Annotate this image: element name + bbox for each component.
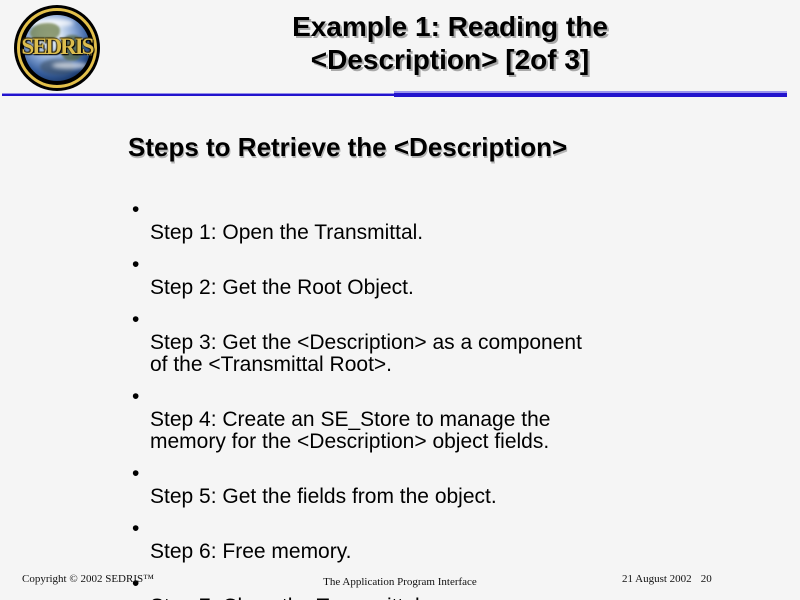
slide-title-line1: Example 1: Reading the	[292, 11, 608, 42]
list-item: • Step 1: Open the Transmittal.	[132, 198, 732, 244]
step-text: Step 5: Get the fields from the object.	[150, 485, 497, 508]
step-text: Step 6: Free memory.	[150, 540, 352, 563]
sedris-logo: SEDRIS ™	[14, 5, 100, 91]
bullet-icon: •	[132, 462, 140, 485]
logo-wordmark: SEDRIS	[21, 34, 94, 59]
bullet-icon: •	[132, 308, 140, 331]
bullet-icon: •	[132, 385, 140, 408]
logo-gold-ring	[17, 8, 97, 88]
step-text: Step 4: Create an SE_Store to manage the…	[150, 408, 551, 453]
footer-document-title: The Application Program Interface	[323, 576, 477, 588]
step-text: Step 1: Open the Transmittal.	[150, 221, 424, 244]
logo-trademark: ™	[86, 53, 92, 59]
footer-copyright: Copyright © 2002 SEDRIS™	[22, 573, 154, 585]
list-item: • Step 6: Free memory.	[132, 517, 732, 563]
footer-date-page: 21 August 2002 20	[622, 573, 712, 585]
header-rule-right-segment	[394, 91, 787, 97]
section-heading: Steps to Retrieve the <Description>	[128, 132, 568, 162]
list-item: • Step 4: Create an SE_Store to manage th…	[132, 385, 732, 453]
list-item: • Step 5: Get the fields from the object.	[132, 462, 732, 508]
list-item: • Step 7: Close the Transmittal.	[132, 572, 732, 600]
slide-title: Example 1: Reading the <Description> [2o…	[110, 10, 790, 76]
bullet-icon: •	[132, 198, 140, 221]
list-item: • Step 2: Get the Root Object.	[132, 253, 732, 299]
step-text: Step 2: Get the Root Object.	[150, 276, 414, 299]
step-text: Step 3: Get the <Description> as a compo…	[150, 331, 582, 376]
step-text: Step 7: Close the Transmittal.	[150, 595, 425, 600]
bullet-icon: •	[132, 572, 140, 595]
slide-title-line2: <Description> [2of 3]	[310, 44, 590, 75]
bullet-icon: •	[132, 517, 140, 540]
footer-page-number: 20	[700, 573, 712, 585]
footer-date: 21 August 2002	[622, 573, 692, 585]
bullet-icon: •	[132, 253, 140, 276]
list-item: • Step 3: Get the <Description> as a comp…	[132, 308, 732, 376]
header-rule-left-segment	[2, 93, 394, 96]
steps-list: • Step 1: Open the Transmittal. • Step 2: …	[132, 198, 732, 600]
